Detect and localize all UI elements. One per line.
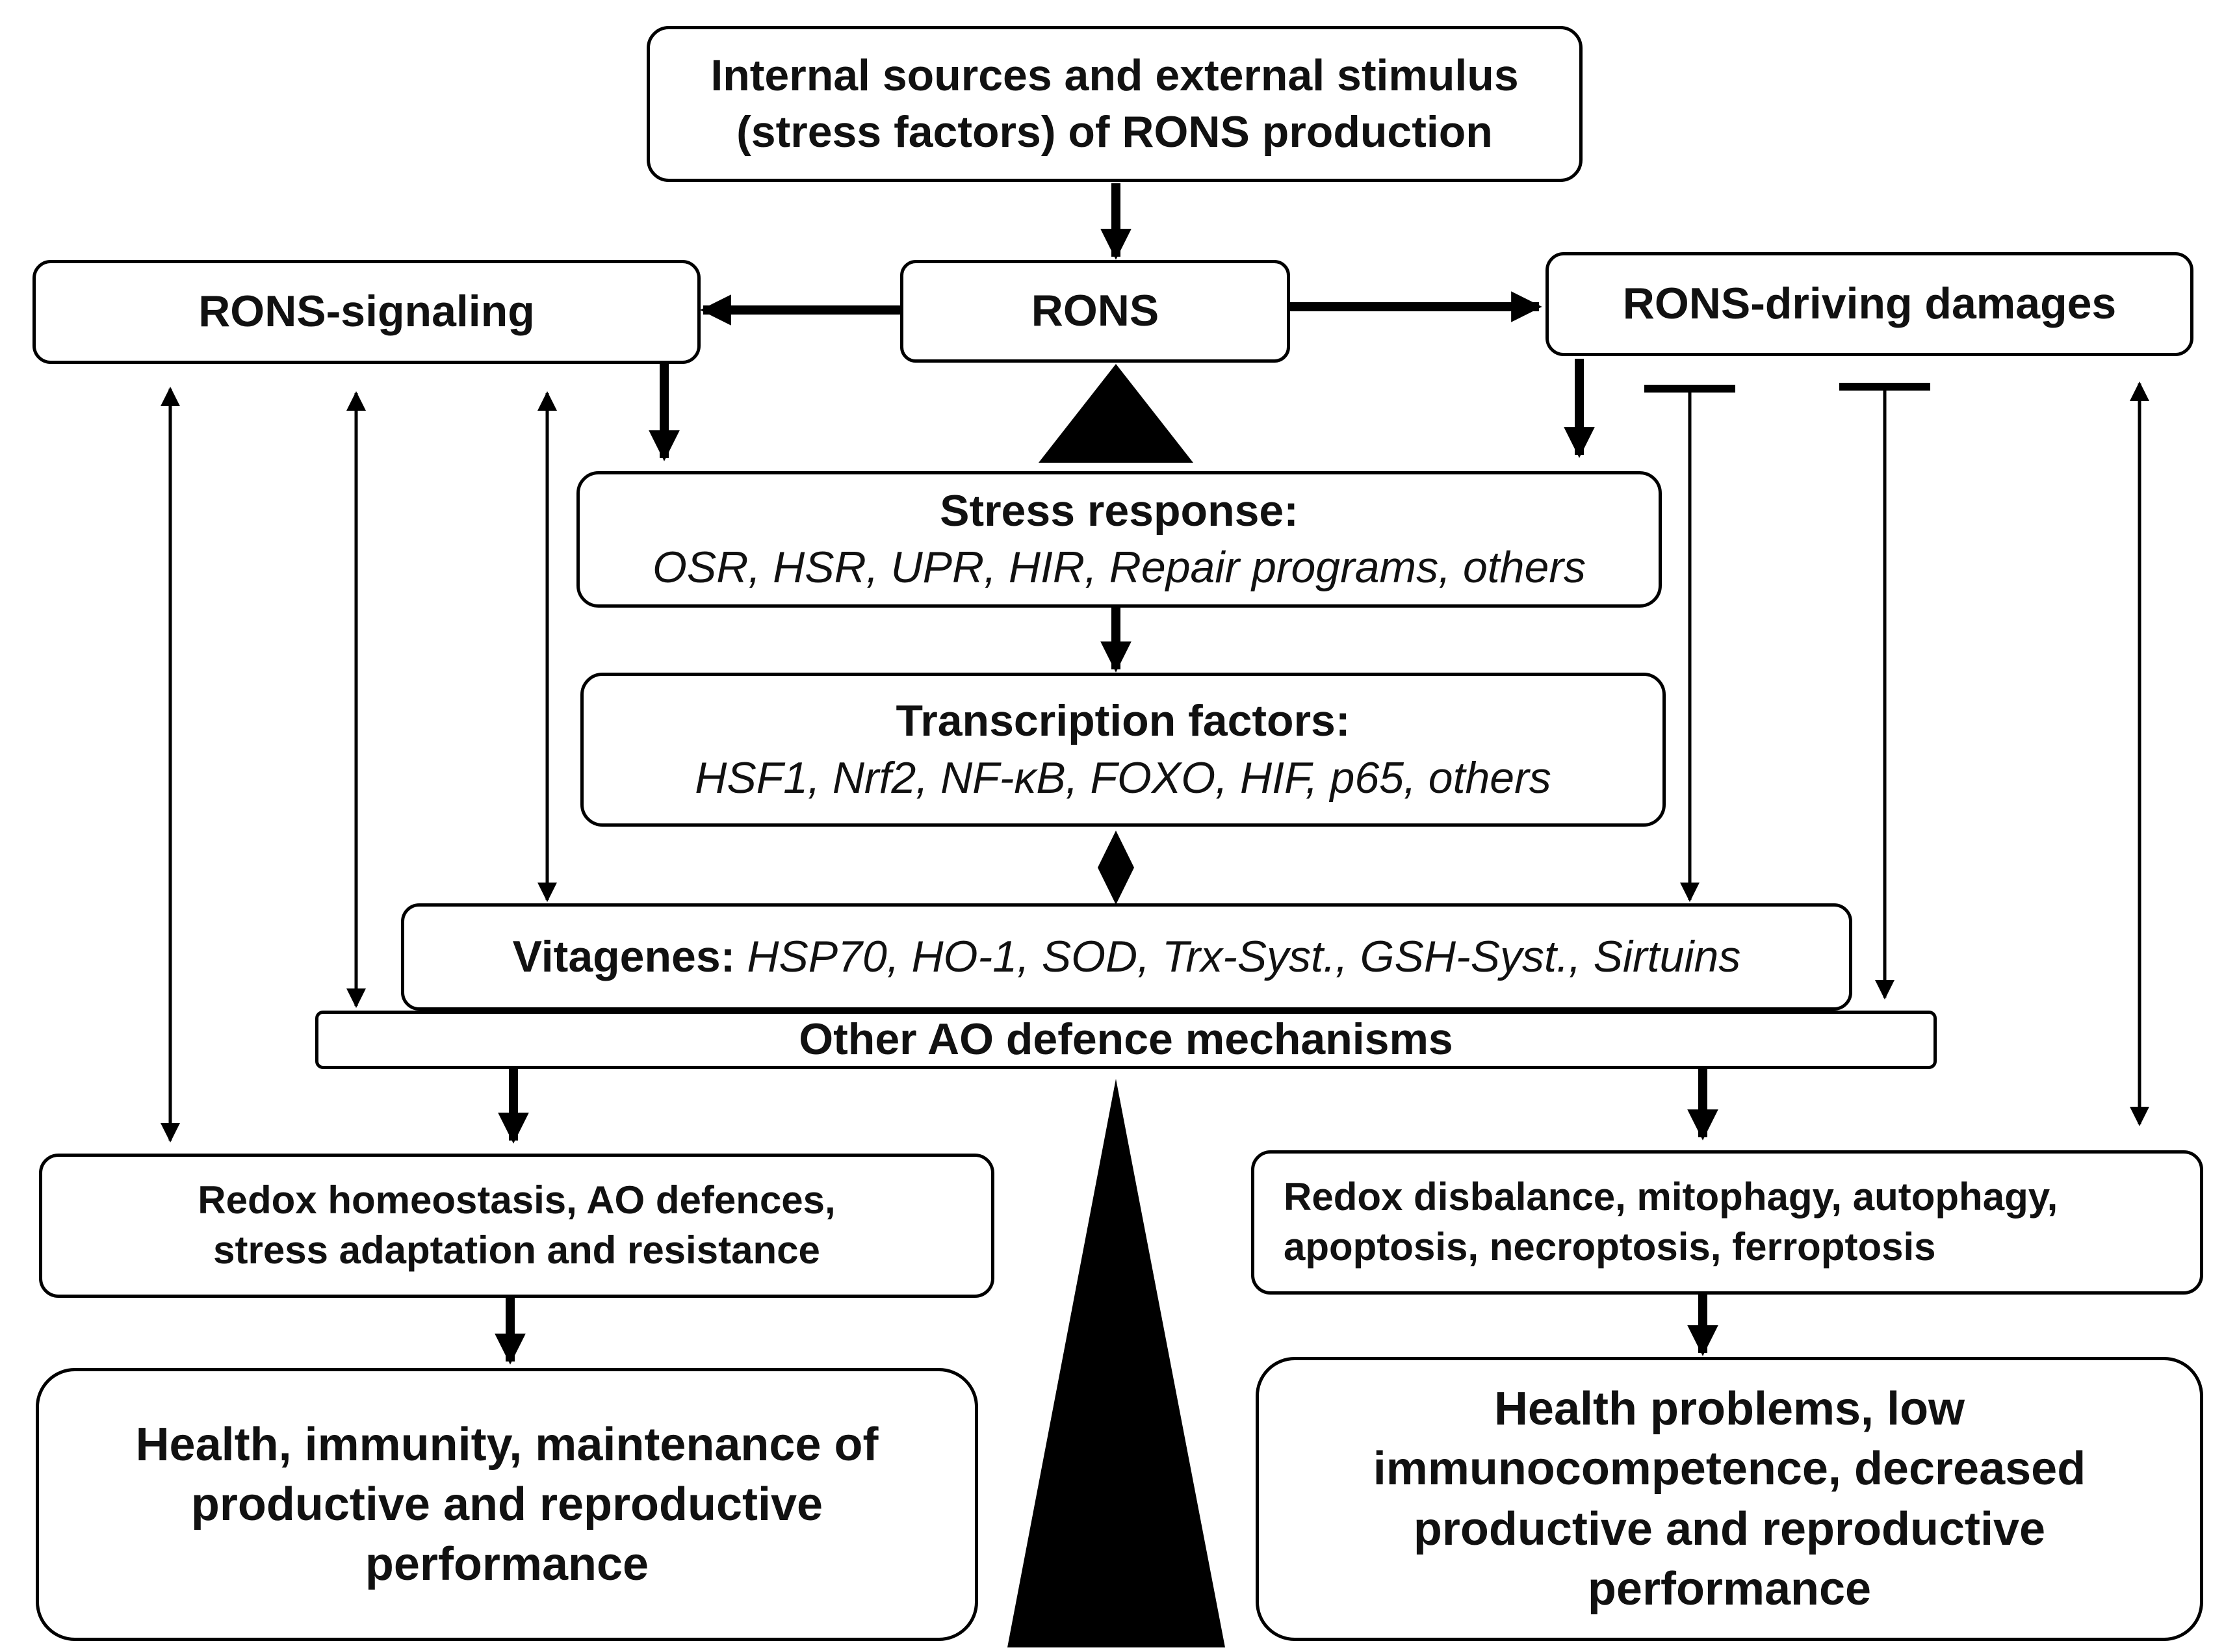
- left-outcome-line1: Redox homeostasis, AO defences,: [198, 1178, 836, 1222]
- left-outcome-box: Redox homeostasis, AO defences, stress a…: [39, 1154, 994, 1298]
- stress-response-box: Stress response: OSR, HSR, UPR, HIR, Rep…: [576, 471, 1662, 608]
- transcription-factors-items: HSF1, Nrf2, NF-κB, FOXO, HIF, p65, other…: [695, 753, 1551, 803]
- right-result-box: Health problems, low immunocompetence, d…: [1256, 1357, 2203, 1641]
- other-ao-box: Other AO defence mechanisms: [315, 1011, 1937, 1069]
- rons-signaling-label: RONS-signaling: [198, 287, 535, 337]
- right-result-line1: Health problems, low: [1493, 1383, 1965, 1436]
- sources-box: Internal sources and external stimulus (…: [647, 26, 1583, 182]
- right-outcome-line1: Redox disbalance, mitophagy, autophagy,: [1284, 1175, 2058, 1219]
- sources-line2: (stress factors) of RONS production: [736, 107, 1493, 157]
- right-result-line4: performance: [1587, 1562, 1872, 1615]
- vitagenes-title: Vitagenes:: [512, 931, 736, 981]
- right-result-line2: immunocompetence, decreased: [1373, 1443, 2086, 1495]
- vitagenes-items: HSP70, HO-1, SOD, Trx-Syst., GSH-Syst., …: [747, 931, 1741, 981]
- other-ao-label: Other AO defence mechanisms: [799, 1014, 1453, 1065]
- balance-triangle: [1007, 1079, 1225, 1647]
- transcription-factors-box: Transcription factors: HSF1, Nrf2, NF-κB…: [580, 673, 1666, 827]
- rons-signaling-box: RONS-signaling: [32, 260, 701, 364]
- rons-damages-label: RONS-driving damages: [1622, 279, 2117, 329]
- left-outcome-line2: stress adaptation and resistance: [213, 1228, 820, 1272]
- vitagenes-box: Vitagenes: HSP70, HO-1, SOD, Trx-Syst., …: [401, 903, 1852, 1011]
- stress-response-items: OSR, HSR, UPR, HIR, Repair programs, oth…: [653, 543, 1586, 592]
- transcription-factors-title: Transcription factors:: [896, 696, 1351, 746]
- right-result-line3: productive and reproductive: [1413, 1503, 2046, 1555]
- rons-box: RONS: [900, 260, 1290, 363]
- left-result-line1: Health, immunity, maintenance of: [135, 1418, 879, 1471]
- left-result-box: Health, immunity, maintenance of product…: [36, 1368, 978, 1641]
- sources-line1: Internal sources and external stimulus: [710, 50, 1519, 100]
- diamond-connector: [1098, 831, 1134, 905]
- right-outcome-box: Redox disbalance, mitophagy, autophagy, …: [1251, 1150, 2203, 1295]
- rons-triangle: [1039, 364, 1193, 463]
- stress-response-title: Stress response:: [940, 485, 1299, 536]
- rons-damages-box: RONS-driving damages: [1545, 252, 2193, 356]
- left-result-line2: productive and reproductive: [190, 1478, 823, 1530]
- right-outcome-line2: apoptosis, necroptosis, ferroptosis: [1284, 1225, 1936, 1269]
- left-result-line3: performance: [365, 1538, 649, 1591]
- rons-label: RONS: [1031, 286, 1159, 336]
